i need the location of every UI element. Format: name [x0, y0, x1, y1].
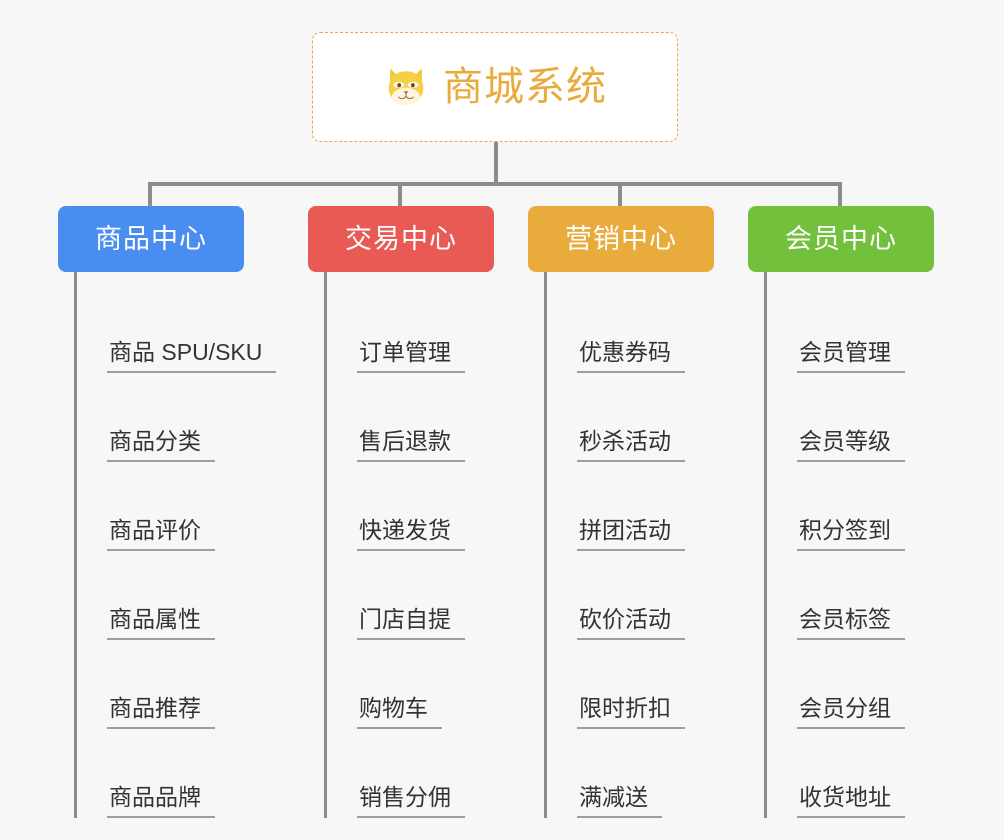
leaf-label: 收货地址 [797, 784, 905, 818]
leaf-label: 商品推荐 [107, 695, 215, 729]
connector-horizontal-bus [148, 182, 842, 186]
list-item[interactable]: 商品属性 [77, 551, 288, 640]
leaf-label: 会员分组 [797, 695, 905, 729]
leaf-label: 会员标签 [797, 606, 905, 640]
leaf-label: 商品分类 [107, 428, 215, 462]
leaf-label: 限时折扣 [577, 695, 685, 729]
list-item[interactable]: 商品分类 [77, 373, 288, 462]
shiba-dog-face-icon [388, 68, 424, 105]
leaf-label: 门店自提 [357, 606, 465, 640]
list-item[interactable]: 收货地址 [767, 729, 978, 818]
list-item[interactable]: 商品推荐 [77, 640, 288, 729]
leaf-label: 商品属性 [107, 606, 215, 640]
leaf-label: 售后退款 [357, 428, 465, 462]
list-item[interactable]: 商品 SPU/SKU [77, 284, 288, 373]
list-item[interactable]: 门店自提 [327, 551, 538, 640]
branch-column-4: 会员中心 会员管理 会员等级 积分签到 会员标签 会员分组 收货地址 [748, 206, 978, 818]
category-header-2[interactable]: 交易中心 [308, 206, 494, 272]
list-item[interactable]: 拼团活动 [547, 462, 758, 551]
leaf-label: 订单管理 [357, 339, 465, 373]
category-header-4[interactable]: 会员中心 [748, 206, 934, 272]
leaf-label: 积分签到 [797, 517, 905, 551]
connector-drop-3 [618, 182, 622, 208]
leaf-label: 快递发货 [357, 517, 465, 551]
list-item[interactable]: 会员标签 [767, 551, 978, 640]
branch-column-3: 营销中心 优惠券码 秒杀活动 拼团活动 砍价活动 限时折扣 满减送 [528, 206, 758, 818]
list-item[interactable]: 售后退款 [327, 373, 538, 462]
connector-drop-2 [398, 182, 402, 208]
list-item[interactable]: 会员等级 [767, 373, 978, 462]
connector-root-stem [494, 142, 498, 184]
list-item[interactable]: 积分签到 [767, 462, 978, 551]
list-item[interactable]: 砍价活动 [547, 551, 758, 640]
leaf-label: 优惠券码 [577, 339, 685, 373]
list-item[interactable]: 商品评价 [77, 462, 288, 551]
list-item[interactable]: 限时折扣 [547, 640, 758, 729]
list-item[interactable]: 订单管理 [327, 284, 538, 373]
leaf-label: 商品 SPU/SKU [107, 339, 277, 373]
leaf-label: 满减送 [577, 784, 662, 818]
list-item[interactable]: 购物车 [327, 640, 538, 729]
leaf-label: 会员管理 [797, 339, 905, 373]
leaf-label: 商品品牌 [107, 784, 215, 818]
leaf-list-1: 商品 SPU/SKU 商品分类 商品评价 商品属性 商品推荐 商品品牌 [74, 272, 288, 818]
category-label-1: 商品中心 [95, 223, 207, 254]
root-title: 商城系统 [443, 65, 607, 109]
leaf-label: 商品评价 [107, 517, 215, 551]
list-item[interactable]: 会员管理 [767, 284, 978, 373]
connector-drop-4 [838, 182, 842, 208]
list-item[interactable]: 会员分组 [767, 640, 978, 729]
connector-drop-1 [148, 182, 152, 208]
branch-column-1: 商品中心 商品 SPU/SKU 商品分类 商品评价 商品属性 商品推荐 商品品牌 [58, 206, 288, 818]
branch-column-2: 交易中心 订单管理 售后退款 快递发货 门店自提 购物车 销售分佣 [308, 206, 538, 818]
leaf-list-3: 优惠券码 秒杀活动 拼团活动 砍价活动 限时折扣 满减送 [544, 272, 758, 818]
leaf-label: 购物车 [357, 695, 442, 729]
leaf-label: 拼团活动 [577, 517, 685, 551]
list-item[interactable]: 快递发货 [327, 462, 538, 551]
root-node[interactable]: 商城系统 [312, 32, 678, 142]
category-header-1[interactable]: 商品中心 [58, 206, 244, 272]
leaf-list-2: 订单管理 售后退款 快递发货 门店自提 购物车 销售分佣 [324, 272, 538, 818]
category-label-4: 会员中心 [785, 223, 897, 254]
list-item[interactable]: 秒杀活动 [547, 373, 758, 462]
category-label-2: 交易中心 [345, 223, 457, 254]
list-item[interactable]: 优惠券码 [547, 284, 758, 373]
category-label-3: 营销中心 [565, 223, 677, 254]
leaf-label: 会员等级 [797, 428, 905, 462]
list-item[interactable]: 销售分佣 [327, 729, 538, 818]
list-item[interactable]: 商品品牌 [77, 729, 288, 818]
leaf-label: 销售分佣 [357, 784, 465, 818]
leaf-list-4: 会员管理 会员等级 积分签到 会员标签 会员分组 收货地址 [764, 272, 978, 818]
leaf-label: 秒杀活动 [577, 428, 685, 462]
leaf-label: 砍价活动 [577, 606, 685, 640]
list-item[interactable]: 满减送 [547, 729, 758, 818]
category-header-3[interactable]: 营销中心 [528, 206, 714, 272]
